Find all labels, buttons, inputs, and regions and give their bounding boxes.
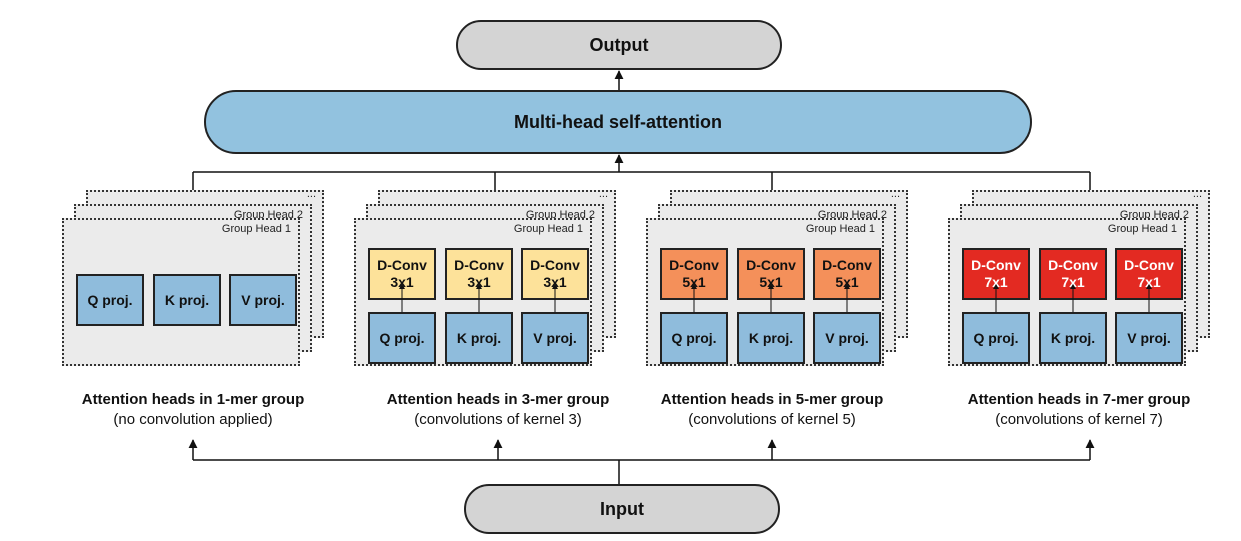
group-caption-subtitle: (no convolution applied) bbox=[113, 411, 273, 428]
group-caption-title: Attention heads in 3-mer group bbox=[386, 391, 610, 408]
group-caption-subtitle: (convolutions of kernel 5) bbox=[688, 411, 856, 428]
k-proj-box: K proj. bbox=[153, 274, 221, 326]
proj-to-dconv-arrow bbox=[1070, 284, 1076, 314]
proj-to-dconv-arrow bbox=[993, 284, 999, 314]
group-head-1-label: Group Head 1 bbox=[221, 223, 291, 235]
v-proj-box: V proj. bbox=[1115, 312, 1183, 364]
group-caption: Attention heads in 3-mer group (convoluti… bbox=[348, 390, 648, 430]
dconv-label: D-Conv bbox=[971, 257, 1021, 273]
dconv-kernel-label: 7x1 bbox=[1061, 274, 1085, 290]
more-heads-ellipsis: ... bbox=[890, 188, 900, 200]
proj-to-dconv-arrow bbox=[844, 284, 850, 314]
v-proj-box: V proj. bbox=[521, 312, 589, 364]
dconv-label: D-Conv bbox=[822, 257, 872, 273]
group-head-1-label: Group Head 1 bbox=[1107, 223, 1177, 235]
more-heads-ellipsis: ... bbox=[1192, 188, 1202, 200]
group-caption: Attention heads in 5-mer group (convoluti… bbox=[622, 390, 922, 430]
dconv-label: D-Conv bbox=[1048, 257, 1098, 273]
dconv-label: D-Conv bbox=[377, 257, 427, 273]
dconv-kernel-label: 7x1 bbox=[984, 274, 1008, 290]
group-head-1-card: Group Head 1 Q proj.K proj.V proj. bbox=[62, 218, 300, 366]
group-caption-title: Attention heads in 5-mer group bbox=[660, 391, 884, 408]
output-label: Output bbox=[589, 34, 649, 55]
more-heads-ellipsis: ... bbox=[306, 188, 316, 200]
group-caption-subtitle: (convolutions of kernel 3) bbox=[414, 411, 582, 428]
proj-to-dconv-arrow bbox=[768, 284, 774, 314]
dconv-kernel-label: 5x1 bbox=[682, 274, 706, 290]
dconv-kernel-label: 5x1 bbox=[835, 274, 859, 290]
q-proj-box: Q proj. bbox=[660, 312, 728, 364]
dconv-label: D-Conv bbox=[669, 257, 719, 273]
q-proj-box: Q proj. bbox=[368, 312, 436, 364]
dconv-label: D-Conv bbox=[454, 257, 504, 273]
group-caption: Attention heads in 1-mer group (no convol… bbox=[43, 390, 343, 430]
proj-to-dconv-arrow bbox=[691, 284, 697, 314]
proj-to-dconv-arrow bbox=[1146, 284, 1152, 314]
proj-to-dconv-arrow bbox=[399, 284, 405, 314]
group-caption-subtitle: (convolutions of kernel 7) bbox=[995, 411, 1163, 428]
multi-head-self-attention-node: Multi-head self-attention bbox=[204, 90, 1032, 154]
k-proj-box: K proj. bbox=[737, 312, 805, 364]
output-node: Output bbox=[456, 20, 782, 70]
k-proj-box: K proj. bbox=[445, 312, 513, 364]
dconv-kernel-label: 5x1 bbox=[759, 274, 783, 290]
q-proj-box: Q proj. bbox=[76, 274, 144, 326]
dconv-label: D-Conv bbox=[746, 257, 796, 273]
q-proj-box: Q proj. bbox=[962, 312, 1030, 364]
group-caption-title: Attention heads in 1-mer group bbox=[81, 391, 305, 408]
k-proj-box: K proj. bbox=[1039, 312, 1107, 364]
dconv-label: D-Conv bbox=[530, 257, 580, 273]
dconv-kernel-label: 3x1 bbox=[390, 274, 414, 290]
input-label: Input bbox=[600, 498, 644, 519]
dconv-kernel-label: 3x1 bbox=[543, 274, 567, 290]
group-head-1-label: Group Head 1 bbox=[805, 223, 875, 235]
dconv-label: D-Conv bbox=[1124, 257, 1174, 273]
mhsa-label: Multi-head self-attention bbox=[514, 111, 722, 132]
more-heads-ellipsis: ... bbox=[598, 188, 608, 200]
dconv-kernel-label: 3x1 bbox=[467, 274, 491, 290]
group-head-1-label: Group Head 1 bbox=[513, 223, 583, 235]
group-caption: Attention heads in 7-mer group (convoluti… bbox=[929, 390, 1229, 430]
v-proj-box: V proj. bbox=[229, 274, 297, 326]
proj-to-dconv-arrow bbox=[476, 284, 482, 314]
dconv-kernel-label: 7x1 bbox=[1137, 274, 1161, 290]
group-caption-title: Attention heads in 7-mer group bbox=[967, 391, 1191, 408]
proj-to-dconv-arrow bbox=[552, 284, 558, 314]
input-node: Input bbox=[464, 484, 780, 534]
v-proj-box: V proj. bbox=[813, 312, 881, 364]
